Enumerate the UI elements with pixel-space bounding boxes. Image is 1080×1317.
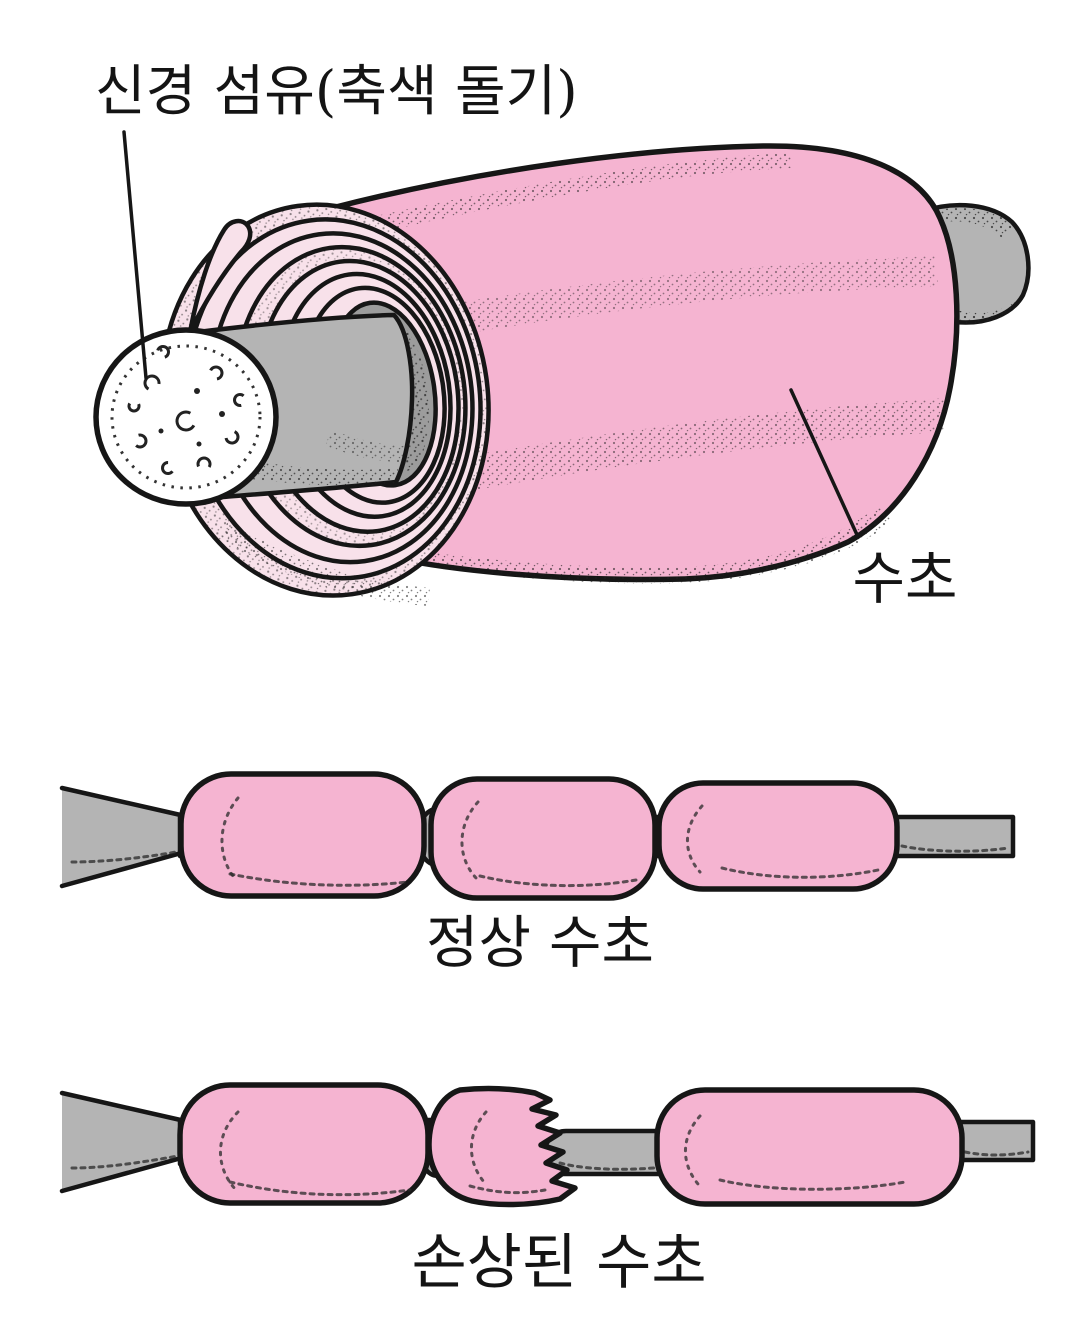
myelin-segment	[177, 1082, 431, 1206]
damaged-myelin-diagram: 손상된 수초	[59, 1082, 1036, 1298]
segment-squiggle	[228, 872, 410, 887]
myelin-segment	[428, 776, 658, 901]
cross-section-organelles	[127, 345, 247, 475]
myelin-segment	[178, 771, 427, 899]
segment-notch-arc	[684, 1114, 702, 1186]
flare-squiggle	[70, 1154, 180, 1170]
stipple-band	[395, 505, 892, 584]
segment-squiggle	[228, 1180, 412, 1197]
stipple-band	[348, 153, 792, 238]
cross-section-dotted-ring	[110, 344, 262, 490]
normal-myelin-diagram: 정상 수초	[59, 771, 1016, 976]
outer-layer-flap	[187, 218, 253, 335]
myelin-label: 수초	[853, 546, 958, 612]
cross-section-face	[93, 327, 279, 507]
myelin-segment	[654, 1087, 965, 1207]
segment-notch-arc	[219, 1110, 240, 1192]
axon-flare-outline	[59, 1090, 188, 1194]
myelin-leader-line	[789, 388, 860, 539]
damaged-segment	[426, 1085, 578, 1208]
segment-squiggle	[720, 866, 880, 879]
myelin-segment	[656, 780, 900, 892]
axon-cross-section	[93, 327, 279, 507]
stipple-band	[326, 430, 404, 462]
segment-squiggle	[468, 1184, 547, 1195]
axon-flare-outline	[59, 785, 188, 889]
segment-notch-arc	[470, 1110, 488, 1184]
damaged-caption: 손상된 수초	[411, 1228, 706, 1298]
normal-caption: 정상 수초	[426, 910, 654, 976]
myelinated-fiber-3d: 신경 섬유(축색 돌기) 수초	[93, 59, 1031, 612]
stipple-band	[222, 520, 430, 606]
segment-notch-arc	[220, 796, 240, 882]
segment-squiggle	[478, 874, 638, 888]
segment-notch-arc	[686, 804, 704, 874]
nerve-fiber-leader-line	[122, 130, 148, 380]
nerve-fiber-label: 신경 섬유(축색 돌기)	[95, 59, 578, 123]
axon-squiggle	[900, 844, 1010, 853]
stipple-band	[230, 458, 398, 486]
flare-squiggle	[70, 850, 178, 864]
stipple-band	[928, 208, 1014, 238]
segment-notch-arc	[460, 800, 480, 880]
segment-squiggle	[718, 1178, 907, 1191]
stipple-band	[370, 256, 938, 350]
axon-squiggle	[963, 1150, 1030, 1157]
